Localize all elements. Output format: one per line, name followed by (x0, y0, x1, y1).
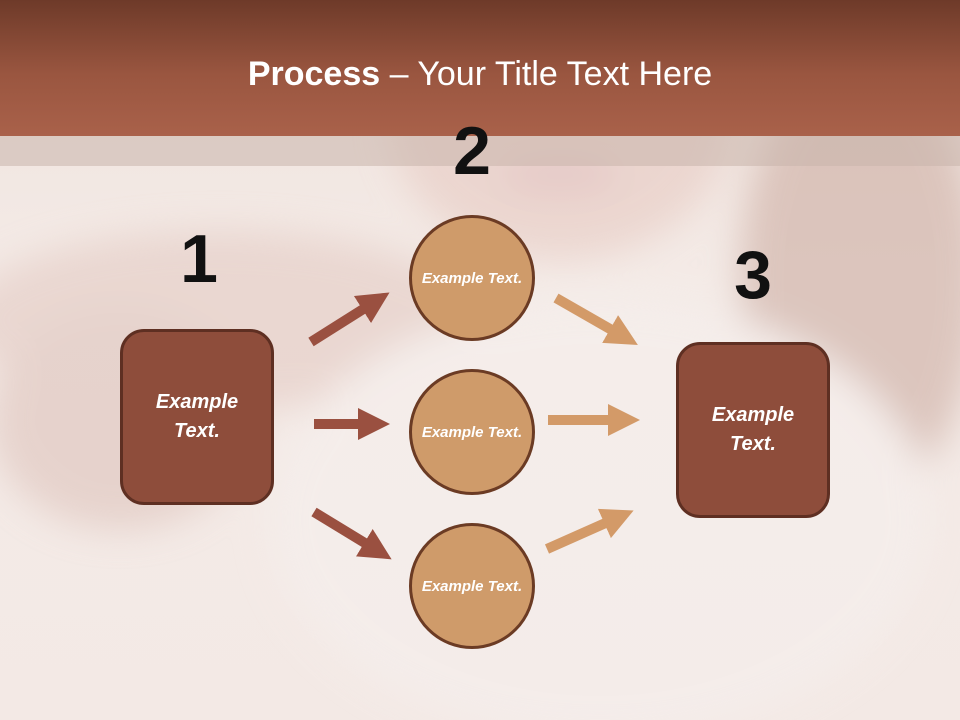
header-strip (0, 136, 960, 166)
arrow-left-to-top (308, 292, 390, 347)
circle-bottom: Example Text. (409, 523, 535, 649)
step3-box: Example Text. (676, 342, 830, 518)
circle-bottom-text: Example Text. (421, 577, 523, 595)
circle-top: Example Text. (409, 215, 535, 341)
title-rest: – Your Title Text Here (380, 55, 713, 93)
step-number-3: 3 (734, 237, 772, 313)
arrow-left-to-bottom (311, 507, 392, 560)
circle-top-text: Example Text. (421, 269, 523, 287)
step-number-2: 2 (453, 113, 491, 189)
step-number-1: 1 (180, 221, 218, 297)
step3-box-text: Example Text. (711, 404, 795, 455)
circle-middle-text: Example Text. (421, 423, 523, 441)
arrow-bottom-to-right (544, 508, 634, 554)
title-bold: Process (247, 55, 381, 93)
slide-title: Process – Your Title Text Here (0, 50, 960, 98)
header-band (0, 0, 960, 136)
step1-box-text: Example Text. (155, 391, 239, 442)
arrow-top-to-right (553, 293, 638, 345)
circle-middle: Example Text. (409, 369, 535, 495)
step1-box: Example Text. (120, 329, 274, 505)
